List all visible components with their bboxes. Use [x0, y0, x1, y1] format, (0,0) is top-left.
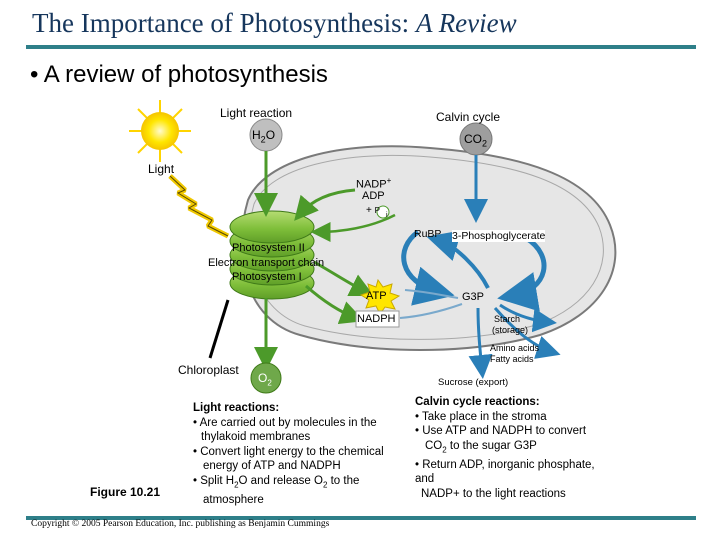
calvin-cycle-label: Calvin cycle [436, 110, 501, 124]
g3p-label: G3P [462, 291, 485, 303]
etc-label: Electron transport chain [208, 257, 325, 269]
photosystem1-label: Photosystem I [232, 271, 302, 283]
light-notes-heading: Light reactions: [193, 402, 280, 414]
bullet-text: • A review of photosynthesis [30, 61, 328, 88]
light-label: Light [148, 162, 175, 176]
rubp-label: RuBP [414, 228, 442, 240]
light-notes-line: • Split H2O and release O2 to the [193, 474, 360, 490]
calvin-notes-line: • Use ATP and NADPH to convert [415, 425, 587, 438]
chloroplast-label: Chloroplast [178, 363, 239, 377]
calvin-notes-line: and [415, 473, 435, 486]
starch-storage-label: (storage) [492, 325, 529, 335]
fatty-acids-label: Fatty acids [490, 354, 534, 364]
calvin-notes-heading: Calvin cycle reactions: [415, 396, 540, 408]
slide-title-italic: A Review [415, 8, 517, 38]
slide-title-main: The Importance of Photosynthesis: [32, 8, 416, 38]
light-bolt-icon [168, 174, 230, 239]
calvin-notes-line: • Take place in the stroma [415, 410, 547, 423]
light-reactions-notes: Light reactions: • Are carried out by mo… [193, 401, 384, 507]
atp-label: ATP [366, 290, 387, 302]
light-reaction-label: Light reaction [220, 106, 293, 120]
calvin-notes-line: • Return ADP, inorganic phosphate, [415, 458, 595, 471]
title-rule [26, 45, 696, 49]
thylakoid-stack [229, 210, 315, 300]
o2-label: O2 [258, 371, 272, 388]
light-notes-line: • Are carried out by molecules in the [193, 416, 377, 429]
sucrose-label: Sucrose (export) [438, 377, 509, 388]
calvin-notes-line: CO2 to the sugar G3P [425, 439, 537, 455]
copyright-footer: Copyright © 2005 Pearson Education, Inc.… [31, 519, 330, 529]
light-notes-line: • Convert light energy to the chemical [193, 445, 384, 458]
calvin-cycle-notes: Calvin cycle reactions: • Take place in … [415, 395, 595, 501]
pi-label: + Pi [366, 205, 388, 219]
light-notes-line: atmosphere [203, 493, 264, 506]
h2o-label: H2O [252, 128, 276, 145]
co2-label: CO2 [464, 132, 488, 149]
amino-acids-label: Amino acids [490, 343, 540, 353]
phosphoglycerate-label: 3-Phosphoglycerate [452, 230, 546, 242]
starch-label: Starch [494, 314, 521, 324]
nadp-label: NADP+ [356, 176, 392, 191]
light-notes-line: energy of ATP and NADPH [203, 460, 341, 473]
calvin-notes-line: NADP+ to the light reactions [421, 487, 566, 500]
sun-icon [129, 100, 191, 162]
photosystem2-label: Photosystem II [232, 242, 305, 254]
figure-number: Figure 10.21 [90, 485, 161, 499]
light-notes-line: thylakoid membranes [201, 431, 311, 444]
nadph-label: NADPH [357, 313, 396, 325]
slide-title: The Importance of Photosynthesis: A Revi… [32, 8, 517, 39]
adp-label: ADP [362, 190, 385, 202]
